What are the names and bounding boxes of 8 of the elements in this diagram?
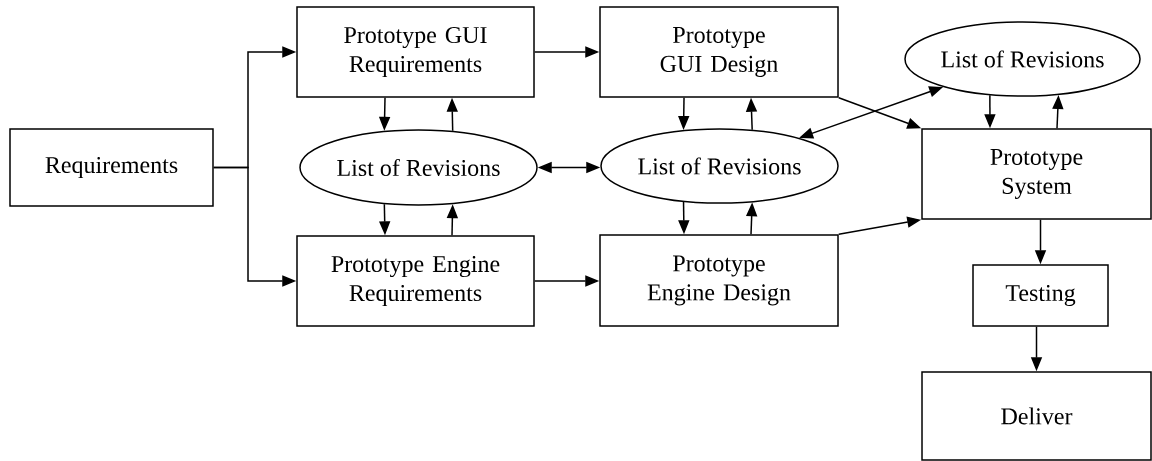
process-box: Prototype System: [921, 128, 1152, 220]
process-box: Deliver: [921, 371, 1152, 461]
process-box: Prototype GUI Requirements: [296, 6, 535, 98]
process-box: Testing: [972, 264, 1109, 327]
process-box: Prototype Engine Design: [599, 234, 839, 327]
process-box: Prototype GUI Design: [599, 6, 839, 98]
process-box: Prototype Engine Requirements: [296, 235, 535, 327]
process-box: Requirements: [9, 128, 214, 207]
